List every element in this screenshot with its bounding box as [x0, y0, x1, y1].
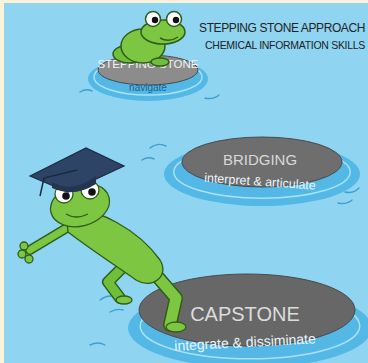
frog-mouth	[66, 214, 88, 217]
frog-leg	[108, 262, 128, 298]
wave	[150, 144, 166, 148]
frog-eye	[146, 12, 161, 27]
frog-mouth	[160, 37, 178, 40]
frog-toe	[20, 242, 28, 250]
water	[4, 3, 368, 363]
skill-label: navigate	[86, 83, 210, 93]
frog-eye	[55, 185, 73, 203]
graduation-cap-band	[52, 176, 96, 192]
wave	[90, 343, 105, 345]
wave	[100, 296, 116, 300]
wave	[110, 309, 123, 312]
frog-body	[66, 211, 163, 284]
cap-tassel	[40, 170, 77, 196]
wave	[142, 158, 154, 160]
stone-outline	[86, 46, 210, 104]
frog-toe	[18, 250, 26, 258]
stepping-stone: CAPSTONEintegrate & dissiminate	[122, 268, 368, 363]
stone-outline	[160, 132, 360, 210]
frog-pupil	[173, 17, 179, 23]
stone-title: CAPSTONE	[122, 304, 368, 324]
frog-pupil	[62, 192, 70, 200]
frog-pupil	[152, 17, 158, 23]
stepping-stone: STEPPING STONE navigate	[86, 46, 210, 104]
subtitle-label: CHEMICAL INFORMATION SKILLS	[205, 40, 365, 51]
frog-toe	[25, 255, 33, 263]
wave	[80, 90, 92, 92]
graduation-cap	[30, 148, 124, 192]
stone-title: STEPPING STONE	[86, 59, 210, 71]
stone-title: BRIDGING	[160, 152, 360, 167]
frog-pupil	[88, 188, 96, 196]
wave	[205, 95, 219, 99]
frog-foot	[116, 296, 132, 304]
wave	[338, 200, 352, 204]
frog-arm	[30, 226, 70, 250]
stepping-stone: BRIDGINGinterpret & articulate	[160, 132, 360, 210]
frog-arm	[30, 226, 70, 250]
frog-leg	[108, 262, 128, 298]
frog-eye	[167, 12, 182, 27]
title-text: STEPPING STONE APPROACH	[199, 22, 365, 34]
frog-head	[141, 20, 185, 44]
frog-eye	[81, 181, 99, 199]
frog-head	[46, 177, 115, 233]
